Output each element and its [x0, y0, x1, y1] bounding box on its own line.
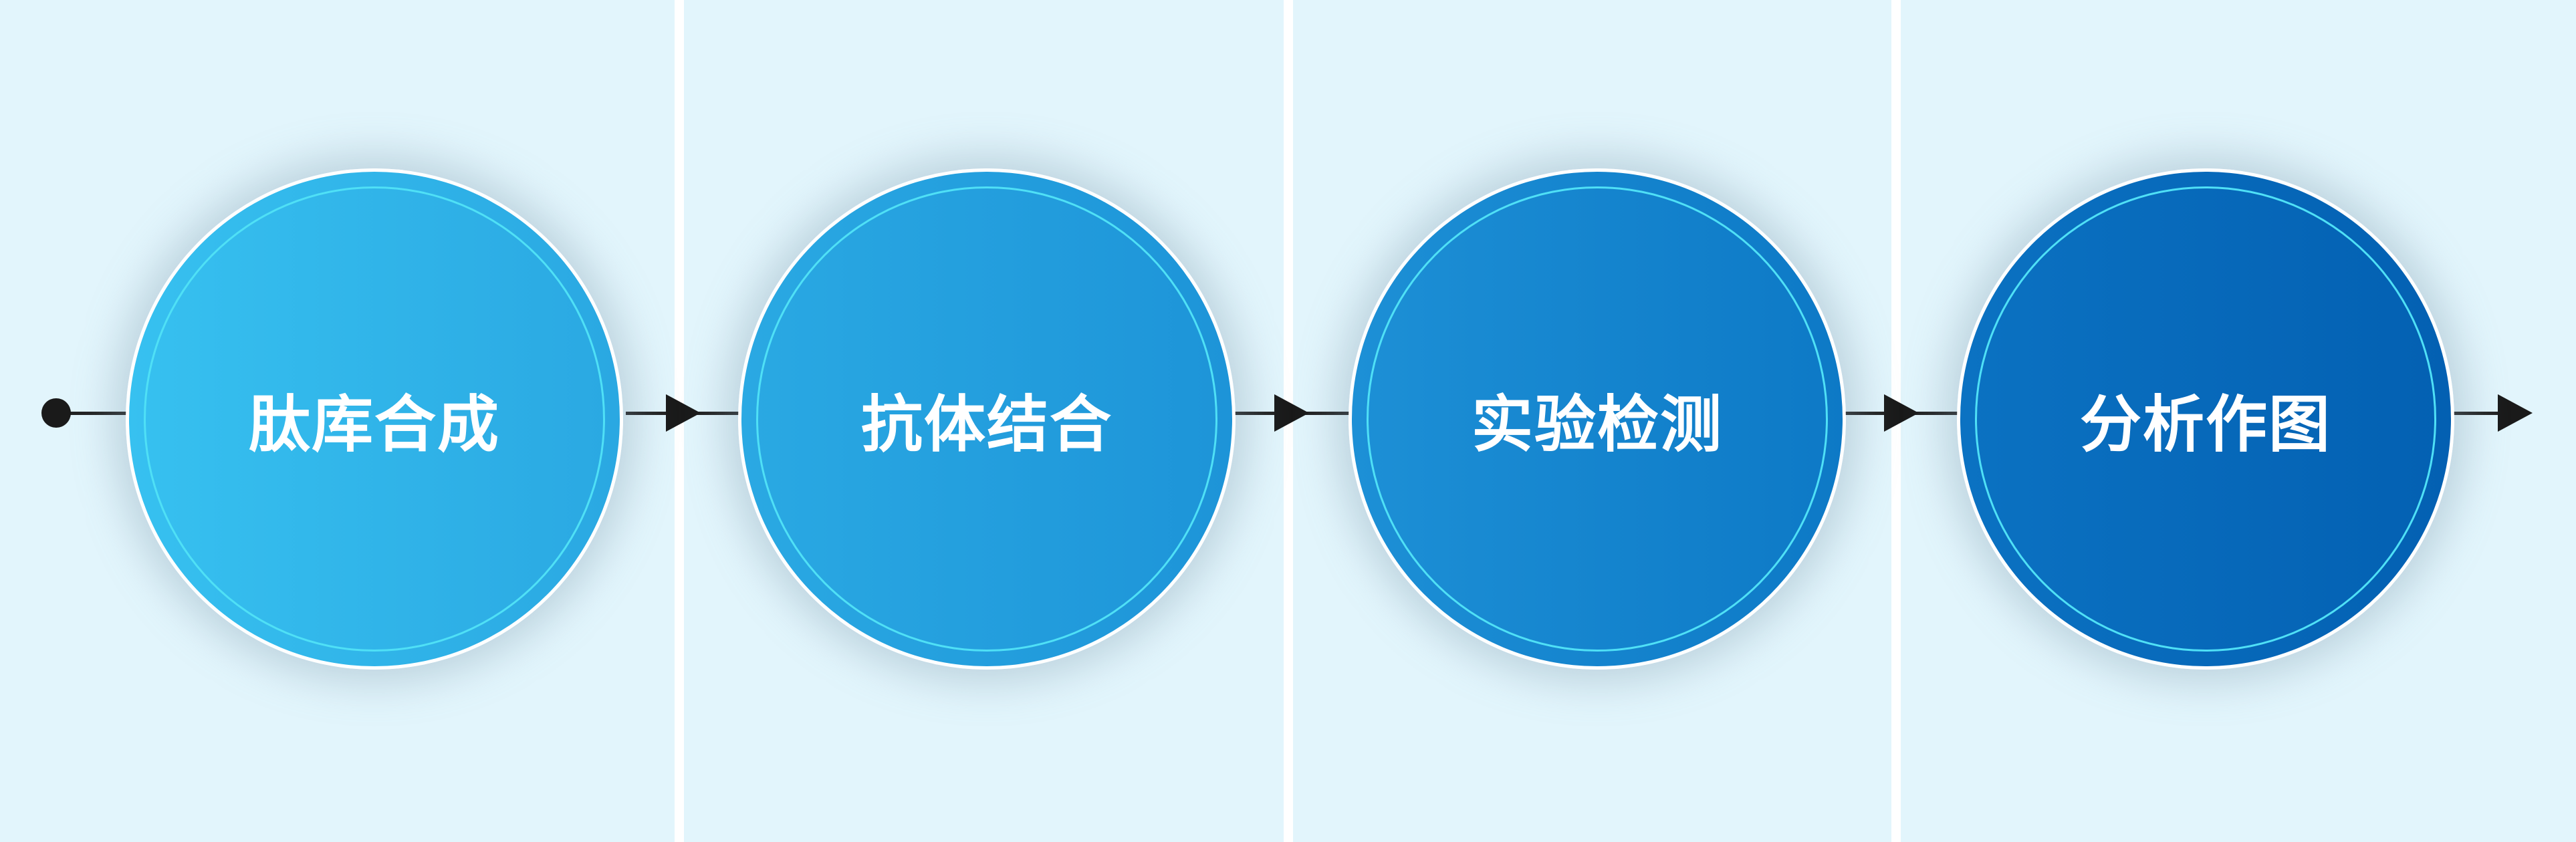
connector-line — [56, 412, 127, 415]
inner-ring — [1975, 186, 2436, 652]
step-label: 肽库合成 — [248, 388, 500, 460]
arrow-right-icon — [1274, 394, 1309, 432]
step-label: 实验检测 — [1471, 388, 1723, 460]
step-experimental-detection: 实验检测 — [1349, 168, 1846, 670]
arrow-right-icon — [666, 394, 701, 432]
inner-ring — [144, 186, 605, 652]
step-label: 分析作图 — [2079, 388, 2331, 460]
step-label: 抗体结合 — [860, 388, 1113, 460]
inner-ring — [1367, 186, 1828, 652]
start-dot-icon — [41, 398, 71, 428]
connector-line — [2454, 412, 2507, 415]
step-analysis-plotting: 分析作图 — [1957, 168, 2454, 670]
arrow-right-icon — [2498, 394, 2533, 432]
step-antibody-binding: 抗体结合 — [738, 168, 1236, 670]
arrow-right-icon — [1884, 394, 1919, 432]
step-peptide-library-synthesis: 肽库合成 — [126, 168, 623, 670]
inner-ring — [756, 186, 1217, 652]
